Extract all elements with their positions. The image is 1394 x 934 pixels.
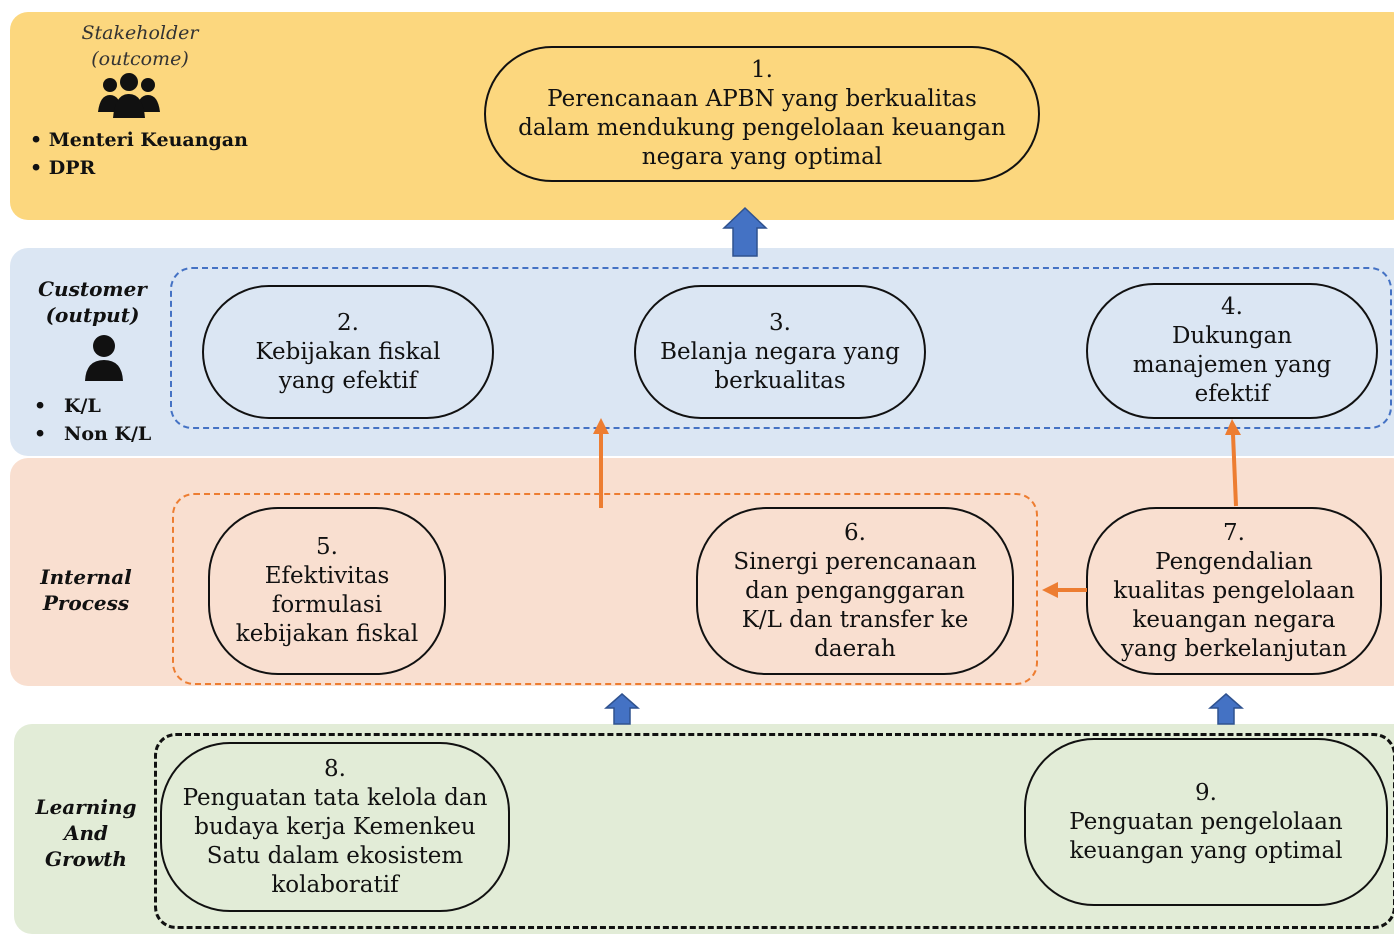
learning-growth-label: Learning And Growth	[35, 795, 137, 871]
internal-group-box	[172, 493, 1038, 685]
customer-subtitle: (output)	[45, 303, 140, 327]
stakeholder-label: Stakeholder (outcome)	[60, 20, 220, 72]
person-icon	[85, 335, 123, 381]
orange-arrow-left-7-to-6	[1042, 582, 1087, 598]
customer-list: •K/L •Non K/L	[34, 392, 151, 448]
customer-item: •Non K/L	[34, 423, 152, 445]
customer-label: Customer (output)	[30, 276, 155, 328]
block-arrow-up	[722, 206, 768, 257]
customer-title: Customer	[38, 277, 147, 301]
orange-arrow-up-5-6-to-2-3	[593, 418, 609, 508]
stakeholder-title: Stakeholder	[81, 22, 199, 44]
stakeholder-subtitle: (outcome)	[91, 48, 189, 70]
customer-group-box	[170, 267, 1392, 429]
group-people-icon	[98, 73, 160, 118]
customer-item: •K/L	[34, 395, 101, 417]
orange-arrow-up-7-to-4	[1225, 419, 1241, 507]
block-arrow-up	[1208, 693, 1244, 725]
block-arrow-up	[604, 693, 640, 725]
stakeholder-list: • Menteri Keuangan • DPR	[30, 126, 248, 182]
stakeholder-item: • Menteri Keuangan	[30, 129, 248, 151]
internal-process-label: Internal Process	[40, 565, 132, 615]
stakeholder-item: • DPR	[30, 157, 96, 179]
